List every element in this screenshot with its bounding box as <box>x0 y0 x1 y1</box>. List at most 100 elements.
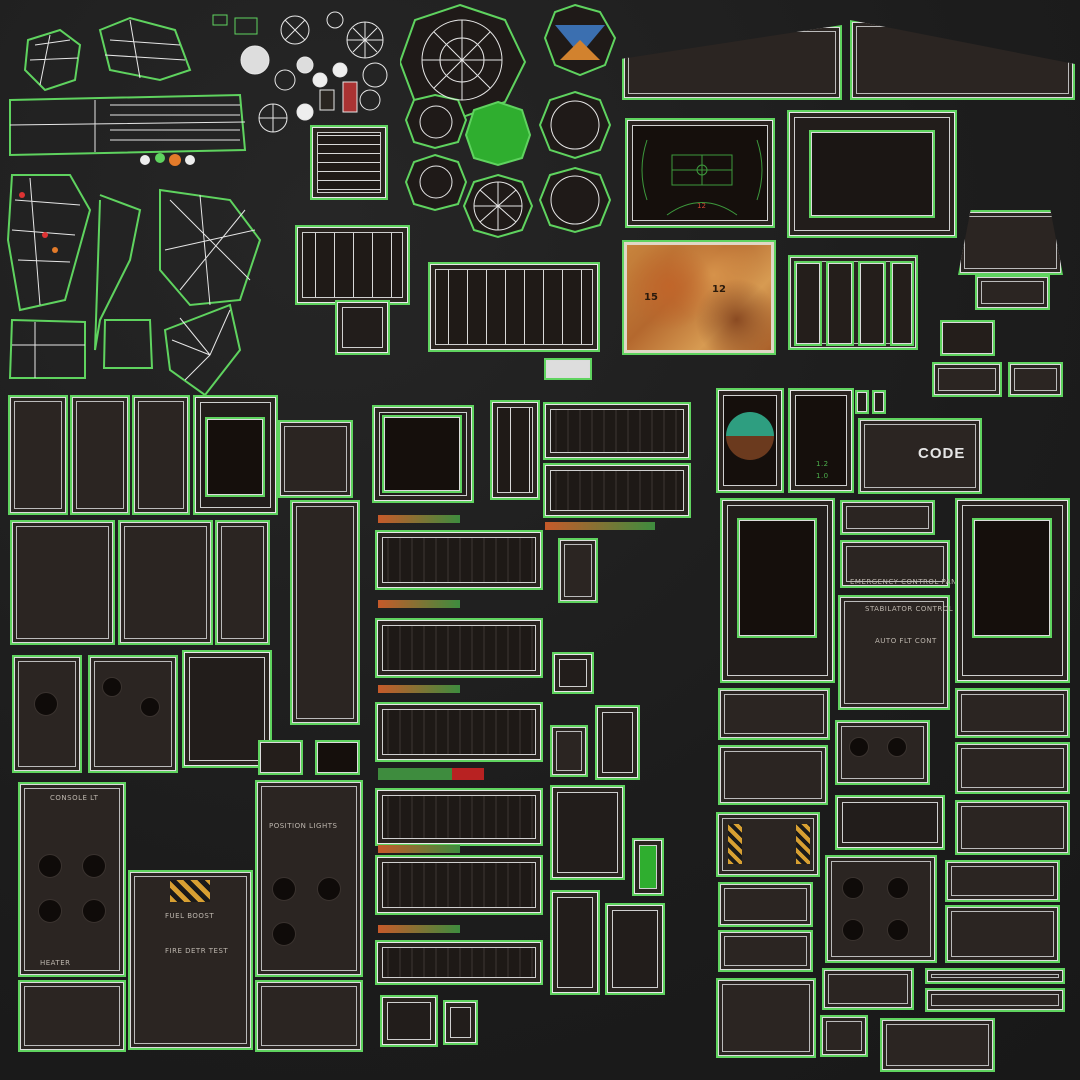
tall-frame-a <box>550 890 600 995</box>
hazard-stripe-left <box>728 824 742 864</box>
small-white-tab <box>544 358 592 380</box>
map-label-a: 15 <box>644 292 658 303</box>
position-lights-panel: POSITION LIGHTS <box>255 780 363 977</box>
left-panel-8 <box>215 520 270 645</box>
map-label-b: 12 <box>712 284 726 295</box>
frame-tile <box>550 785 625 880</box>
right-panel-5 <box>955 742 1070 794</box>
right-panel-6 <box>835 795 945 850</box>
narrow-panel-a <box>558 538 598 603</box>
left-panel-4 <box>193 395 278 515</box>
strip-row-6 <box>375 940 543 985</box>
fuel-panel: FUEL BOOST FIRE DETR TEST <box>128 870 253 1050</box>
screen-frame-right <box>955 498 1070 683</box>
hazard-panel <box>716 812 820 877</box>
indicator-value-a: 1.2 <box>816 460 829 468</box>
right-panel-15 <box>925 988 1065 1012</box>
tall-frame-b <box>605 903 665 995</box>
colour-bar-5 <box>378 845 460 853</box>
grid-part-c <box>335 300 390 355</box>
svg-text:12: 12 <box>697 202 706 210</box>
knob <box>102 677 122 697</box>
strip-row-1 <box>375 530 543 590</box>
small-box-a <box>258 740 303 775</box>
display-frame-top-inner <box>809 130 935 218</box>
left-panel-2 <box>70 395 130 515</box>
strip-1 <box>794 261 822 346</box>
hood-part <box>958 210 1063 275</box>
right-panel-1 <box>718 688 830 740</box>
right-panel-3 <box>955 688 1070 738</box>
code-label: CODE <box>918 445 966 462</box>
right-panel-2 <box>835 720 930 785</box>
switch-column-panel <box>290 500 360 725</box>
right-panel-12 <box>718 930 813 972</box>
grid-part-a <box>310 125 388 200</box>
stabilator-label: STABILATOR CONTROL <box>865 605 954 613</box>
octagon-tile <box>552 652 594 694</box>
knob <box>272 877 296 901</box>
colour-bar-2 <box>378 600 460 608</box>
left-panel-3 <box>132 395 190 515</box>
mini-tab-b <box>872 390 886 414</box>
knob <box>317 877 341 901</box>
right-panel-14 <box>925 968 1065 984</box>
mini-tab-a <box>855 390 869 414</box>
knob <box>34 692 58 716</box>
colour-bar-4 <box>378 768 484 780</box>
upper-console-panel-right <box>850 20 1075 100</box>
left-panel-7 <box>118 520 213 645</box>
left-panel-10 <box>88 655 178 773</box>
colour-bar-3 <box>378 685 460 693</box>
right-panel-4 <box>718 745 828 805</box>
knob <box>842 877 864 899</box>
knob <box>140 697 160 717</box>
stabilator-panel: STABILATOR CONTROL AUTO FLT CONT <box>838 595 954 710</box>
right-panel-9 <box>825 855 937 963</box>
strip-row-5 <box>375 855 543 915</box>
fuel-boost-label: FUEL BOOST <box>165 912 215 920</box>
terrain-map: 15 12 <box>622 240 776 355</box>
strip-4 <box>890 261 914 346</box>
knob <box>82 899 106 923</box>
center-box-a-inner <box>382 415 462 493</box>
left-panel-1 <box>8 395 68 515</box>
knob <box>38 899 62 923</box>
knob <box>82 854 106 878</box>
strip-row-3 <box>375 702 543 762</box>
emergency-label: EMERGENCY CONTROL PANEL <box>850 578 967 586</box>
hood-base <box>975 275 1050 310</box>
left-panel-4-inner <box>205 417 265 497</box>
dial-tile <box>550 725 588 777</box>
colour-bar-1 <box>378 515 460 523</box>
narrow-panel-b <box>595 705 640 780</box>
knob <box>38 854 62 878</box>
right-panel-17 <box>820 1015 868 1057</box>
attitude-indicator <box>716 388 784 493</box>
position-lights-label: POSITION LIGHTS <box>269 822 338 830</box>
right-panel-13 <box>822 968 914 1010</box>
right-panel-11 <box>945 905 1060 963</box>
knob <box>849 737 869 757</box>
bottom-panel-b <box>255 980 363 1052</box>
display-frame-top <box>787 110 957 238</box>
upper-console-panel-left <box>622 25 842 100</box>
heater-label: HEATER <box>40 959 71 967</box>
attitude-ball <box>726 412 774 460</box>
code-panel: CODE <box>858 418 982 494</box>
left-panel-11 <box>182 650 272 768</box>
colour-bar-a <box>545 522 655 530</box>
center-box-b <box>490 400 540 500</box>
hazard-stripe-right <box>796 824 810 864</box>
knob <box>887 919 909 941</box>
right-panel-16 <box>716 978 816 1058</box>
emergency-panel: EMERGENCY CONTROL PANEL <box>840 540 966 588</box>
grid-part-b <box>295 225 410 305</box>
console-lt-panel: CONSOLE LT HEATER <box>18 782 126 977</box>
right-panel-8 <box>718 882 813 927</box>
colour-bar-6 <box>378 925 460 933</box>
small-frame-a <box>940 320 995 356</box>
knob <box>887 877 909 899</box>
left-panel-9 <box>12 655 82 773</box>
